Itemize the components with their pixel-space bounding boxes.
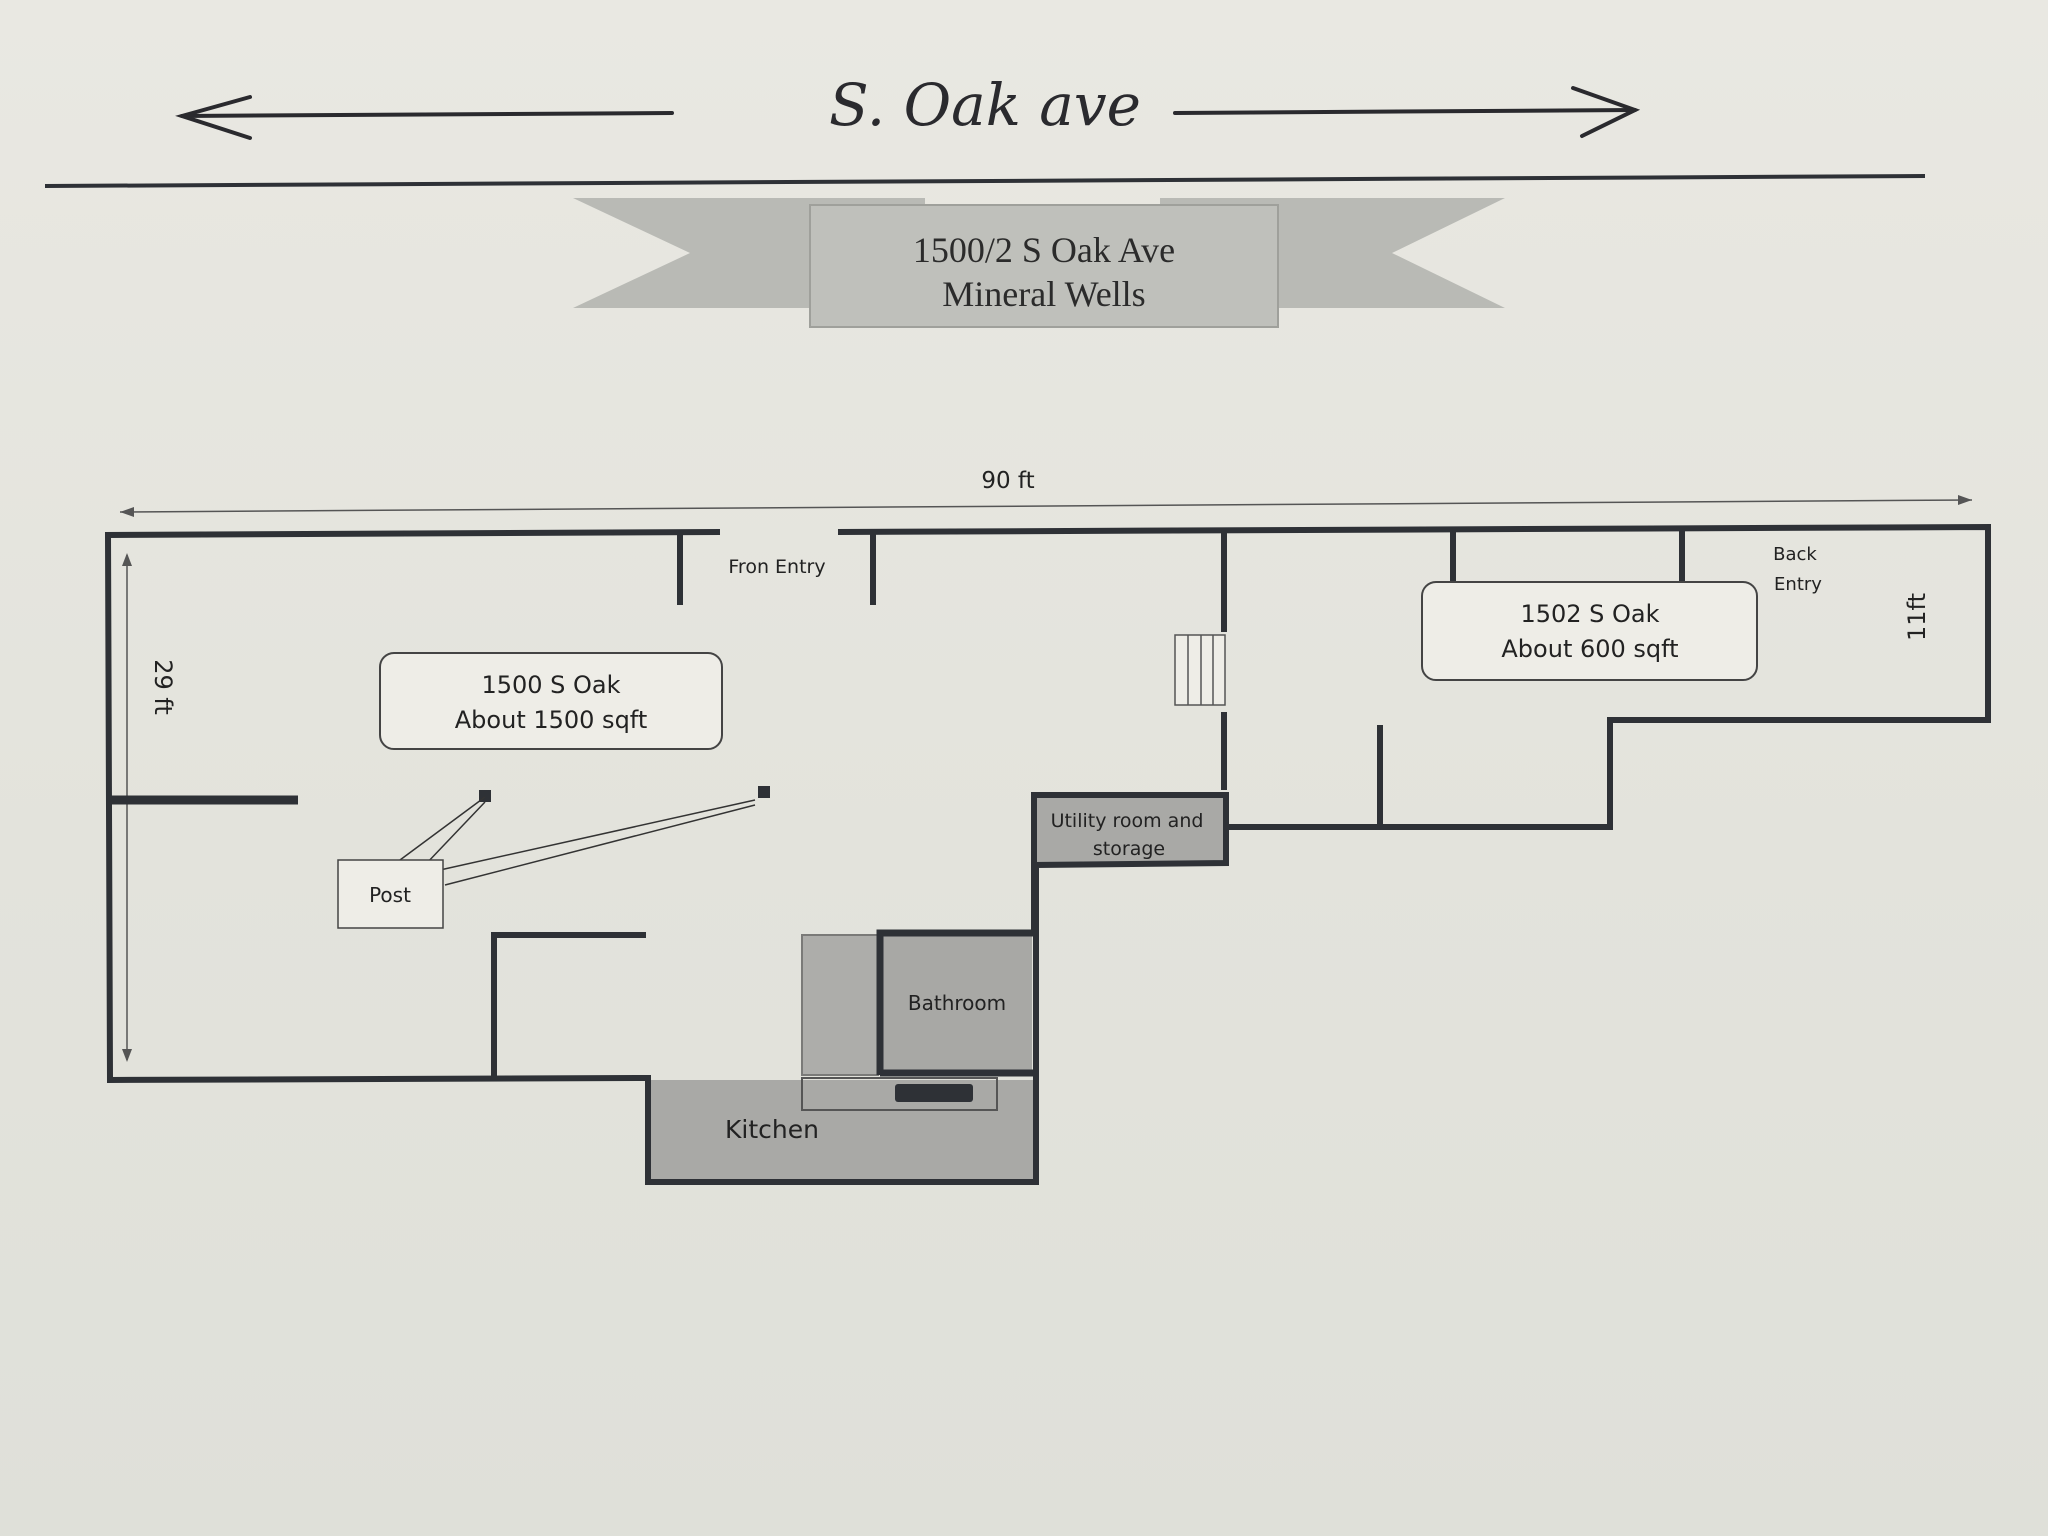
back-entry-label-2: Entry — [1774, 574, 1822, 595]
utility-area — [1034, 797, 1224, 863]
dimension-90ft: 90 ft — [119, 468, 1973, 517]
left-arrow-icon — [175, 95, 674, 140]
main-outer-wall — [104, 529, 1039, 1185]
width-label: 90 ft — [981, 468, 1034, 494]
shaded-areas — [648, 797, 1224, 1182]
steps-icon — [1174, 634, 1226, 706]
right-outer-wall — [837, 523, 1991, 830]
bathroom-label: Bathroom — [908, 991, 1006, 1015]
kitchen-label: Kitchen — [725, 1115, 819, 1144]
unit-1500-size: About 1500 sqft — [455, 706, 647, 734]
post-marker-2 — [758, 786, 770, 798]
walls — [104, 523, 1991, 1185]
cabinet-block — [801, 934, 879, 1076]
utility-wall — [1031, 792, 1229, 1068]
kitchen-area — [648, 1080, 1036, 1182]
bathroom-wall — [876, 929, 1034, 1075]
unit-1500-box — [379, 652, 723, 750]
counter — [801, 1077, 998, 1111]
depth-right-label: 11ft — [1903, 593, 1931, 641]
banner-address: 1500/2 S Oak Ave — [913, 230, 1175, 270]
street-line — [44, 174, 1926, 188]
dimension-29ft: 29 ft — [122, 553, 177, 1062]
banner-city: Mineral Wells — [942, 274, 1145, 314]
right-arrow-icon — [1173, 86, 1641, 138]
depth-left-label: 29 ft — [149, 659, 177, 715]
unit-1502-name: 1502 S Oak — [1520, 600, 1659, 628]
unit-1500-name: 1500 S Oak — [481, 671, 620, 699]
back-entry-label-1: Back — [1773, 544, 1817, 565]
street-section: S. Oak ave — [44, 71, 1926, 188]
utility-label-1: Utility room and — [1051, 810, 1204, 832]
post-callout-box — [337, 859, 444, 929]
post-leader-lines — [399, 796, 756, 886]
street-name: S. Oak ave — [829, 71, 1141, 139]
utility-label-2: storage — [1093, 838, 1165, 860]
bathroom-area — [880, 933, 1032, 1073]
front-entry-label: Fron Entry — [728, 556, 825, 578]
banner-body — [809, 204, 1279, 328]
post-label: Post — [369, 883, 411, 907]
unit-1502-size: About 600 sqft — [1501, 635, 1678, 663]
inner-l-wall — [491, 932, 646, 1080]
unit-1502-box — [1421, 581, 1758, 681]
range-icon — [895, 1084, 973, 1102]
address-banner: 1500/2 S Oak Ave Mineral Wells — [573, 198, 1505, 328]
